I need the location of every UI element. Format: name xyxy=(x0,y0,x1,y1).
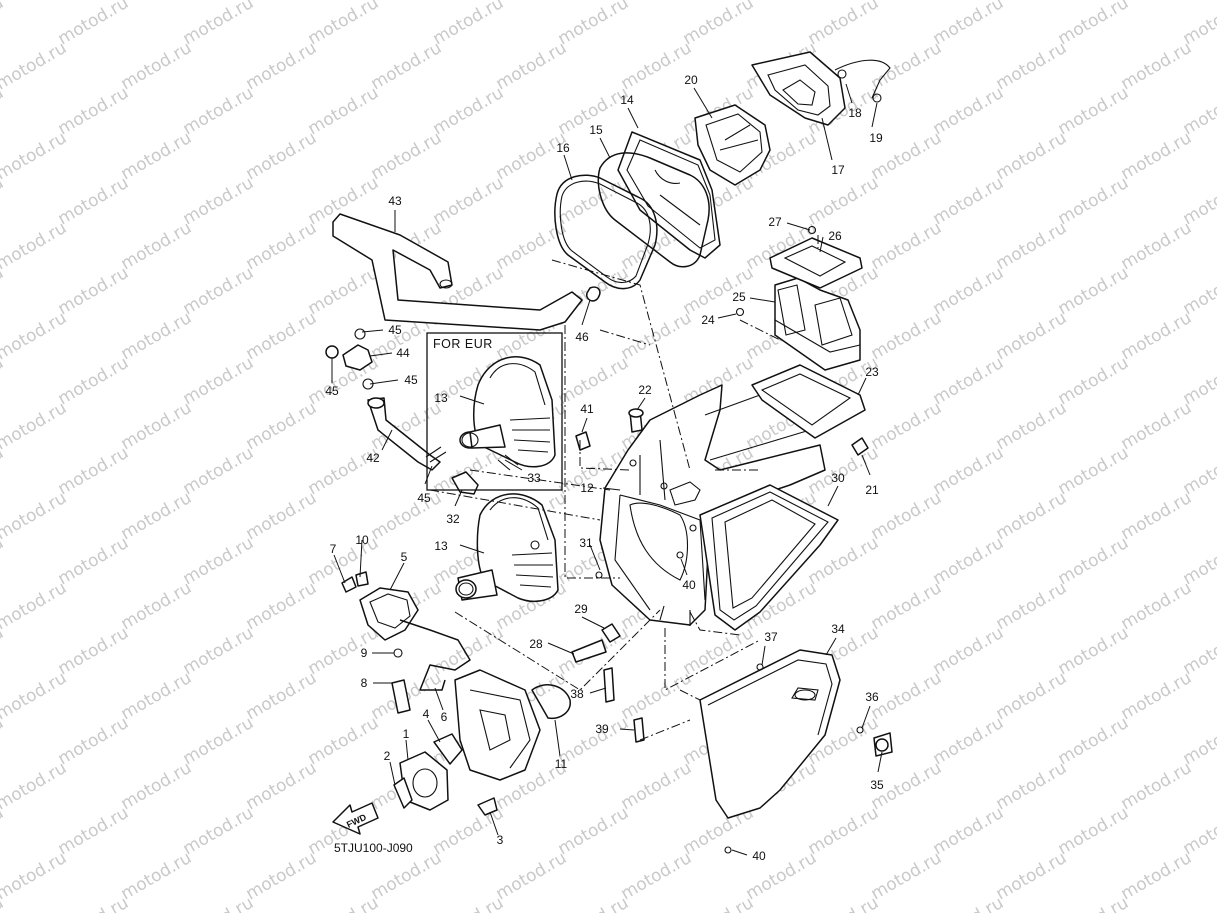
callout-7: 7 xyxy=(330,542,337,556)
intake-joint-eur xyxy=(459,356,556,471)
intake-duct xyxy=(694,51,891,186)
variant-note-label: FOR EUR xyxy=(433,337,493,351)
callout-44: 44 xyxy=(396,346,410,360)
cleaner-cover-parts xyxy=(735,225,869,456)
callout-8: 8 xyxy=(361,676,368,690)
callout-22: 22 xyxy=(638,383,652,397)
callout-14: 14 xyxy=(620,93,634,107)
callout-19: 19 xyxy=(869,131,883,145)
callout-4: 4 xyxy=(423,707,430,721)
callout-21: 21 xyxy=(865,483,879,497)
carburetor-parts xyxy=(341,571,645,816)
callout-23: 23 xyxy=(865,365,879,379)
callout-34: 34 xyxy=(831,622,845,636)
callout-16: 16 xyxy=(556,141,570,155)
element-frame xyxy=(699,484,839,631)
callout-11: 11 xyxy=(555,757,568,771)
callout-40-case: 40 xyxy=(682,578,696,592)
callout-10: 10 xyxy=(355,533,369,547)
callout-46: 46 xyxy=(575,330,589,344)
callout-37: 37 xyxy=(764,630,778,644)
callout-35: 35 xyxy=(870,778,884,792)
callout-42: 42 xyxy=(366,451,380,465)
air-filter-element xyxy=(554,131,721,290)
callout-45-bottom: 45 xyxy=(417,491,431,505)
cleaner-case xyxy=(599,384,826,626)
callout-43: 43 xyxy=(388,194,402,208)
callout-9: 9 xyxy=(361,646,368,660)
callout-45-mid: 45 xyxy=(404,373,418,387)
callout-17: 17 xyxy=(831,163,845,177)
callout-18: 18 xyxy=(848,106,862,120)
callout-26: 26 xyxy=(828,229,842,243)
callout-13-eur: 13 xyxy=(434,391,448,405)
leader-lines xyxy=(331,83,883,856)
drawing-code-label: 5TJU100-J090 xyxy=(334,841,413,855)
callout-2: 2 xyxy=(384,749,391,763)
callout-45-top: 45 xyxy=(388,323,402,337)
callout-13: 13 xyxy=(434,539,448,553)
callout-28: 28 xyxy=(529,637,543,651)
callout-27: 27 xyxy=(768,215,782,229)
callout-labels: 1 2 3 4 5 6 7 8 9 10 11 12 13 13 14 15 1… xyxy=(325,73,884,863)
intake-joint xyxy=(455,493,559,603)
callout-40-cover: 40 xyxy=(752,849,766,863)
callout-1: 1 xyxy=(403,727,410,741)
side-cover xyxy=(575,408,893,854)
callout-41: 41 xyxy=(580,402,594,416)
assembly-dashed-lines xyxy=(429,235,819,741)
eur-variant-frame xyxy=(426,332,563,491)
callout-24: 24 xyxy=(701,313,715,327)
callout-39: 39 xyxy=(595,722,609,736)
callout-25: 25 xyxy=(732,290,746,304)
callout-32: 32 xyxy=(446,512,460,526)
callout-38: 38 xyxy=(570,687,584,701)
callout-15: 15 xyxy=(589,123,603,137)
callout-20: 20 xyxy=(684,73,698,87)
callout-36: 36 xyxy=(865,690,879,704)
callout-6: 6 xyxy=(441,710,448,724)
callout-5: 5 xyxy=(401,550,408,564)
callout-30: 30 xyxy=(831,471,845,485)
callout-33: 33 xyxy=(527,471,541,485)
breather-hoses xyxy=(325,213,601,495)
callout-3: 3 xyxy=(497,833,504,847)
callout-29: 29 xyxy=(574,602,588,616)
callout-45-left: 45 xyxy=(325,384,339,398)
forward-arrow-icon: FWD xyxy=(332,802,379,835)
callout-12: 12 xyxy=(580,481,594,495)
callout-31: 31 xyxy=(579,536,593,550)
